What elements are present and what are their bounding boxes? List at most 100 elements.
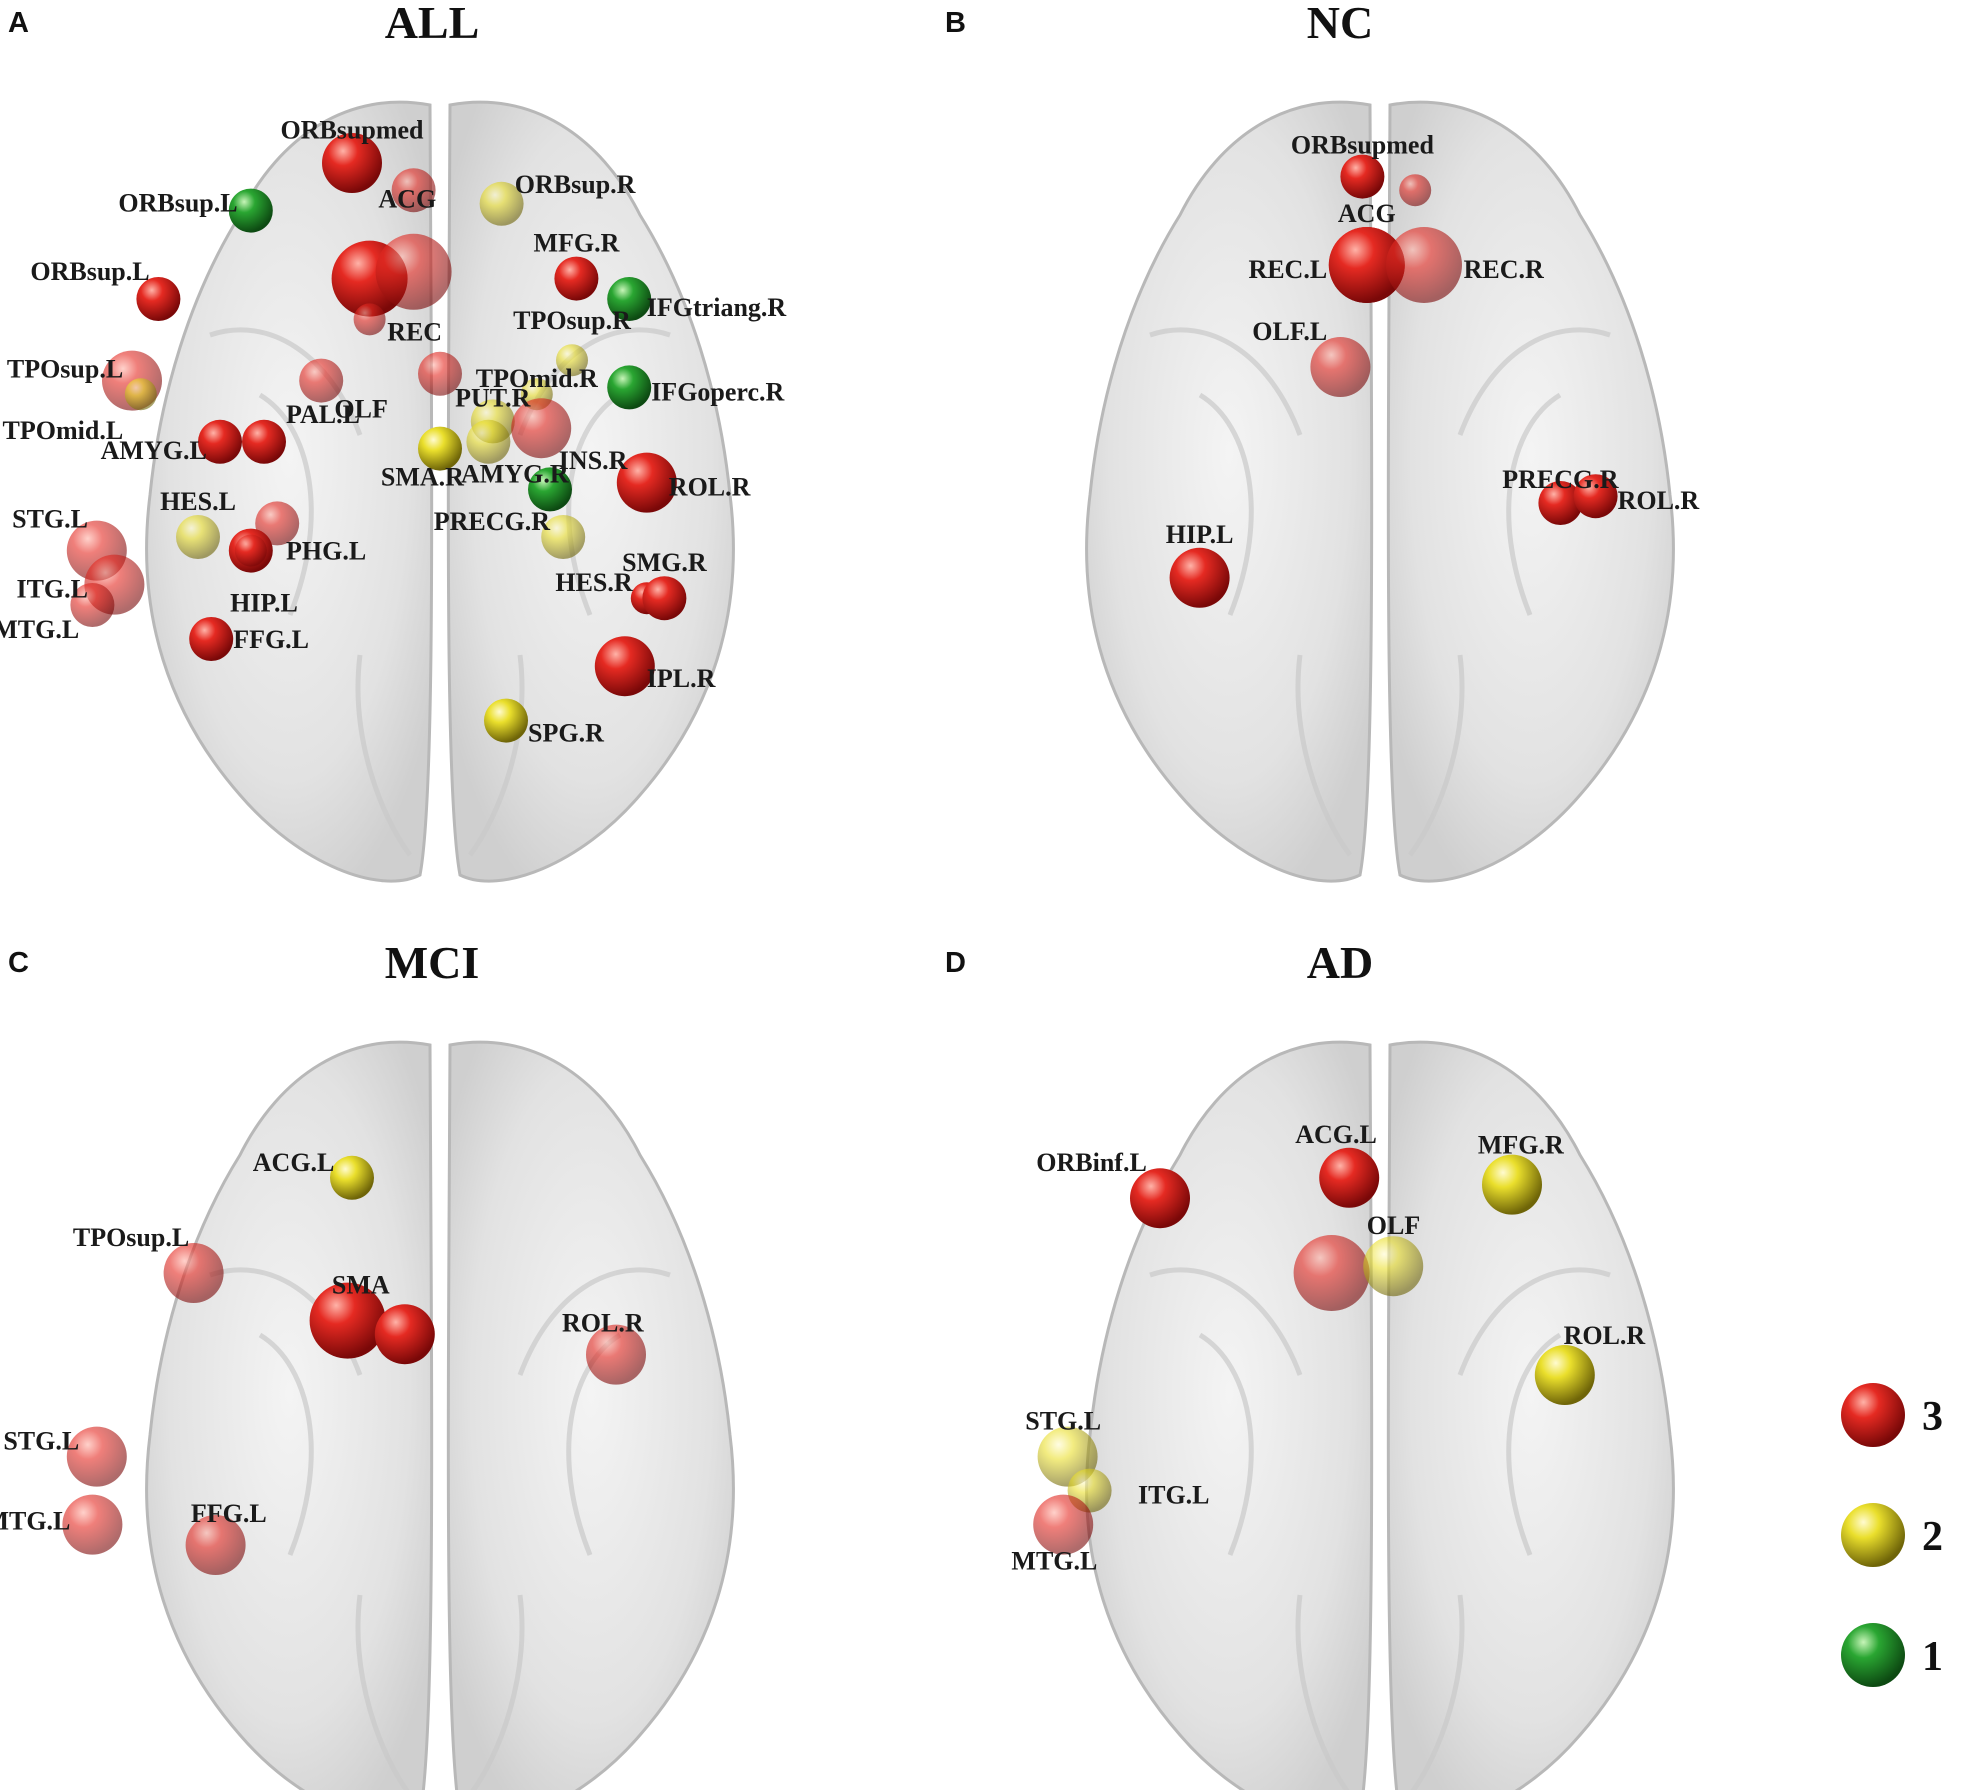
left-hemisphere xyxy=(1085,100,1374,883)
node-label: ACG.L xyxy=(1295,1120,1377,1149)
node-label: SPG.R xyxy=(528,719,604,748)
node-label: ROL.R xyxy=(669,473,751,502)
brain-node xyxy=(228,188,273,233)
node-label: ORBsup.L xyxy=(30,257,149,286)
node-label: MTG.L xyxy=(0,615,79,644)
brain-contour xyxy=(1295,654,1353,857)
node-label: TPOmid.L xyxy=(3,416,124,445)
node-label: ROL.R xyxy=(562,1309,644,1338)
brain-node xyxy=(234,534,267,567)
node-label: ROL.R xyxy=(1564,1321,1646,1350)
node-label: PUT.R xyxy=(455,383,531,412)
node-label: PRECG.R xyxy=(1502,465,1619,494)
brain-node xyxy=(1293,1235,1370,1311)
node-label: PAL.L xyxy=(286,400,360,429)
brain-contour xyxy=(258,392,314,616)
legend: 321 xyxy=(1841,1383,1943,1687)
brain-node xyxy=(375,233,452,310)
brain-node xyxy=(1538,481,1583,525)
brain-node xyxy=(1534,1345,1595,1405)
node-label: AMYG.L xyxy=(101,436,207,465)
panel-title: ALL xyxy=(385,0,480,48)
node-label: MTG.L xyxy=(1011,1547,1097,1576)
brain-node xyxy=(418,426,462,471)
brain-contour xyxy=(1506,392,1562,616)
panel-letter: C xyxy=(8,947,29,979)
brain-node xyxy=(1573,474,1618,519)
brain-node xyxy=(136,277,181,321)
panel-title: MCI xyxy=(385,937,480,988)
brain-node xyxy=(309,1282,386,1359)
brain-node xyxy=(198,419,242,464)
node-label: HIP.L xyxy=(1166,520,1234,549)
brain-node xyxy=(66,1426,127,1487)
node-label: MFG.R xyxy=(1478,1131,1564,1160)
brain-contour xyxy=(467,654,525,857)
node-label: FFG.L xyxy=(191,1499,267,1528)
brain-node xyxy=(353,303,386,336)
brain-contour xyxy=(1410,1594,1465,1790)
brain-node xyxy=(1340,154,1385,199)
node-label: AMYG.R xyxy=(461,459,569,488)
brain-node xyxy=(1386,227,1462,303)
brain-node xyxy=(594,636,655,697)
node-label: TPOsup.L xyxy=(7,355,123,384)
node-label: HES.R xyxy=(555,568,633,597)
brain-node xyxy=(541,515,586,559)
brain-node xyxy=(616,452,677,513)
node-label: ORBsupmed xyxy=(1291,131,1435,160)
brain-node xyxy=(189,617,234,661)
node-label: ACG xyxy=(1338,199,1396,228)
node-label: TPOsup.L xyxy=(73,1223,189,1252)
brain-node xyxy=(322,133,382,193)
node-label: PHG.L xyxy=(286,537,366,566)
node-label: STG.L xyxy=(3,1427,79,1456)
brain-contour xyxy=(209,327,363,436)
brain-contour xyxy=(517,1267,671,1376)
node-label: TPOsup.R xyxy=(513,306,631,335)
brain-node xyxy=(242,419,286,464)
node-label: ITG.L xyxy=(16,575,88,604)
brain-contour xyxy=(1149,327,1303,436)
node-label: STG.L xyxy=(1025,1407,1101,1436)
node-label: ROL.R xyxy=(1618,486,1700,515)
brain-node xyxy=(163,1243,224,1303)
brain-contour xyxy=(258,1332,314,1556)
brain-node xyxy=(299,358,344,403)
node-label: ORBsupmed xyxy=(280,115,424,144)
node-label: SMA xyxy=(332,1271,390,1300)
node-label: HIP.L xyxy=(230,589,298,618)
right-hemisphere xyxy=(446,1040,735,1790)
brain-node xyxy=(176,515,220,559)
node-label: IFGtriang.R xyxy=(647,293,787,322)
brain-node xyxy=(466,419,511,464)
legend-swatch-3 xyxy=(1841,1383,1905,1447)
node-label: OLF.L xyxy=(1252,317,1327,346)
brain-node xyxy=(1130,1168,1190,1229)
brain-node xyxy=(1328,227,1405,303)
brain-node xyxy=(1310,337,1371,397)
brain-contour xyxy=(470,1594,525,1790)
node-label: IPL.R xyxy=(647,664,716,693)
brain-contour xyxy=(566,392,622,616)
node-label: REC.L xyxy=(1248,255,1327,284)
brain-contour xyxy=(1457,1267,1611,1376)
node-label: MTG.L xyxy=(0,1507,70,1536)
node-label: PRECG.R xyxy=(434,507,551,536)
brain-node xyxy=(418,351,462,396)
legend-label: 2 xyxy=(1922,1514,1943,1560)
node-label: SMA.R xyxy=(381,463,464,492)
brain-node xyxy=(1169,547,1230,608)
brain-node xyxy=(556,344,588,377)
brain-contour xyxy=(1407,654,1465,857)
panel-title: AD xyxy=(1307,937,1373,988)
brain-node xyxy=(255,501,300,546)
node-label: ORBinf.L xyxy=(1036,1148,1147,1177)
brain-contour xyxy=(1149,1267,1303,1376)
panel-letter: D xyxy=(945,947,966,979)
node-label: STG.L xyxy=(12,505,88,534)
